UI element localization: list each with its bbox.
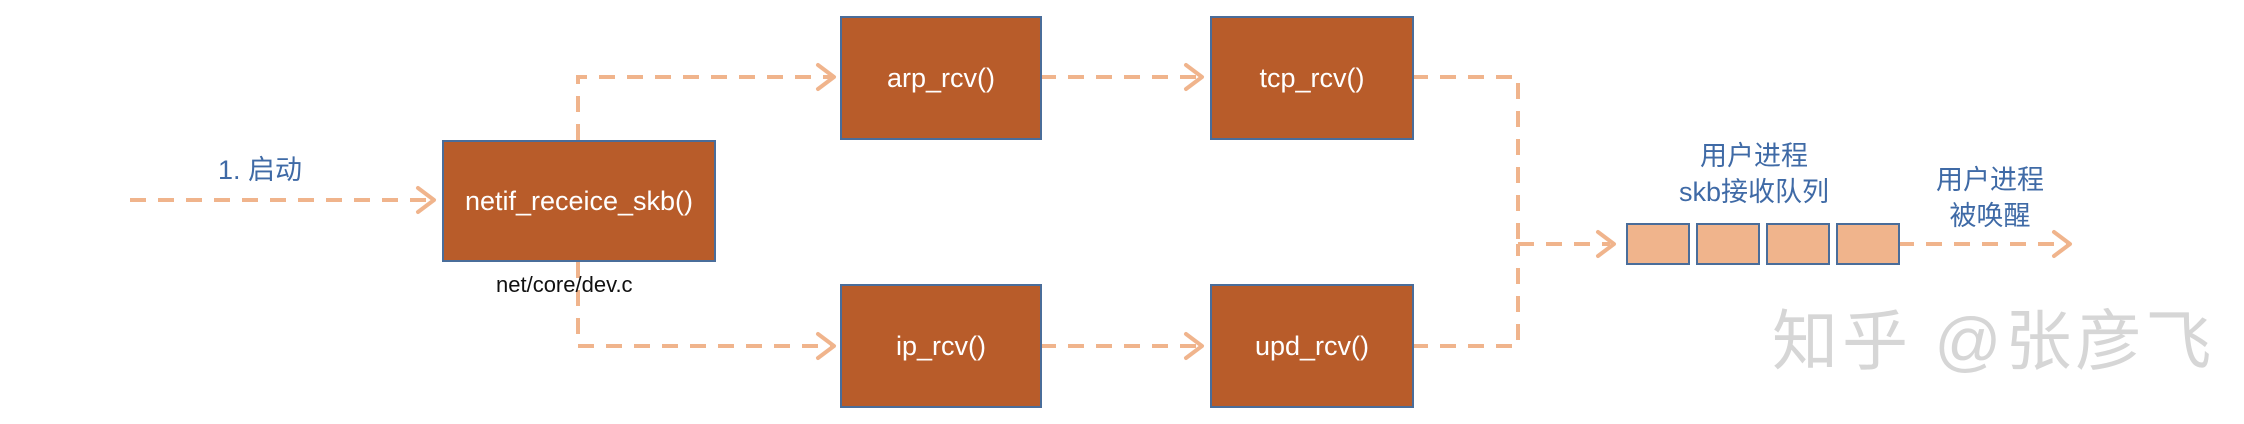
ip-rcv-label: ip_rcv() <box>895 330 986 361</box>
upd-rcv-box: upd_rcv() <box>1210 284 1414 408</box>
ip-rcv-box: ip_rcv() <box>840 284 1042 408</box>
queue-cell <box>1626 223 1690 265</box>
arp-rcv-label: arp_rcv() <box>886 62 995 93</box>
netif-receive-skb-box: netif_receice_skb() <box>442 140 716 262</box>
queue-label: 用户进程 skb接收队列 <box>1654 138 1854 210</box>
arrow-netif-to-arp <box>576 75 832 140</box>
arrow-upd-to-merge <box>1412 244 1520 348</box>
wake-label-line1: 用户进程 <box>1936 165 2044 195</box>
queue-cell <box>1696 223 1760 265</box>
arrowhead-upd <box>1184 332 1204 360</box>
arrowhead-queue <box>1596 230 1616 258</box>
arrowhead-ip <box>816 332 836 360</box>
wake-label-line2: 被唤醒 <box>1949 201 2031 231</box>
dev-file-label: net/core/dev.c <box>496 272 633 297</box>
queue-cell <box>1836 223 1900 265</box>
upd-rcv-label: upd_rcv() <box>1254 330 1370 361</box>
arrowhead-wake <box>2052 230 2072 258</box>
start-label: 1. 启动 <box>218 155 303 185</box>
arrowhead-tcp <box>1184 63 1204 91</box>
arrow-netif-to-ip <box>576 262 832 348</box>
netif-receive-skb-label: netif_receice_skb() <box>464 185 694 216</box>
queue-cell <box>1766 223 1830 265</box>
arrowhead-netif <box>416 186 436 214</box>
arp-rcv-box: arp_rcv() <box>840 16 1042 140</box>
wake-label: 用户进程 被唤醒 <box>1910 162 2070 234</box>
tcp-rcv-label: tcp_rcv() <box>1259 62 1365 93</box>
watermark: 知乎 @张彦飞 <box>1772 304 2216 378</box>
arrow-tcp-to-merge <box>1412 75 1520 244</box>
tcp-rcv-box: tcp_rcv() <box>1210 16 1414 140</box>
queue-label-line2: skb接收队列 <box>1678 177 1830 207</box>
queue-label-line1: 用户进程 <box>1700 141 1808 171</box>
arrowhead-arp <box>816 63 836 91</box>
